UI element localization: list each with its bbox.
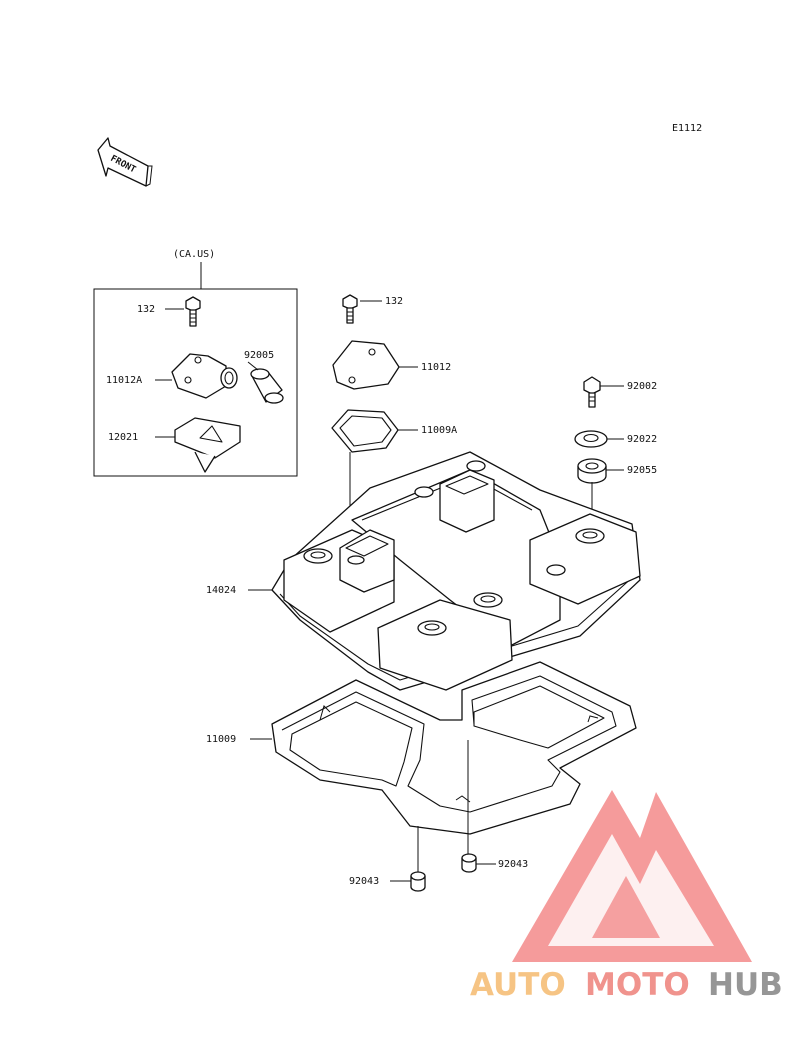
head-cover-14024-part: 14024 [206,451,641,691]
automotohub-logo-icon [512,790,752,962]
dowel-92043-right-part: 92043 [461,853,528,873]
dowel-92043-left-part: 92043 [349,871,426,892]
cover-11012-part: 11012 [332,340,451,390]
label-92002: 92002 [627,381,657,392]
label-92005: 92005 [244,350,274,361]
label-132-box: 132 [137,304,155,315]
label-132: 132 [385,296,403,307]
diagram-code: E1112 [672,123,702,134]
front-arrow-icon: FRONT [97,137,153,187]
automotohub-watermark: AUTO MOTO HUB [470,790,783,1003]
part-12021: 12021 [108,417,241,473]
gasket-11009-part: 11009 [206,661,637,872]
label-11009A: 11009A [421,425,457,436]
label-92043-left: 92043 [349,876,379,887]
gasket-11009A-part: 11009A [331,409,457,520]
watermark-moto: MOTO [585,967,690,1003]
label-14024: 14024 [206,585,236,596]
label-92022: 92022 [627,434,657,445]
cover-11012A-part: 11012A [106,353,238,399]
label-11012: 11012 [421,362,451,373]
box-caption: (CA.US) [173,249,215,260]
bolt-92002-part: 92002 [583,376,657,408]
bolt-132-part: 132 [342,294,403,324]
label-92055: 92055 [627,465,657,476]
ca-us-option-box: (CA.US) [93,249,298,477]
label-92043-right: 92043 [498,859,528,870]
label-12021: 12021 [108,432,138,443]
watermark-hub: HUB [708,967,783,1003]
label-11009: 11009 [206,734,236,745]
washer-92022-part: 92022 [574,430,657,448]
label-11012A: 11012A [106,375,142,386]
cap-92005-part: 92005 [244,350,284,404]
bolt-132-box-part: 132 [137,296,201,327]
watermark-auto: AUTO [470,967,566,1003]
